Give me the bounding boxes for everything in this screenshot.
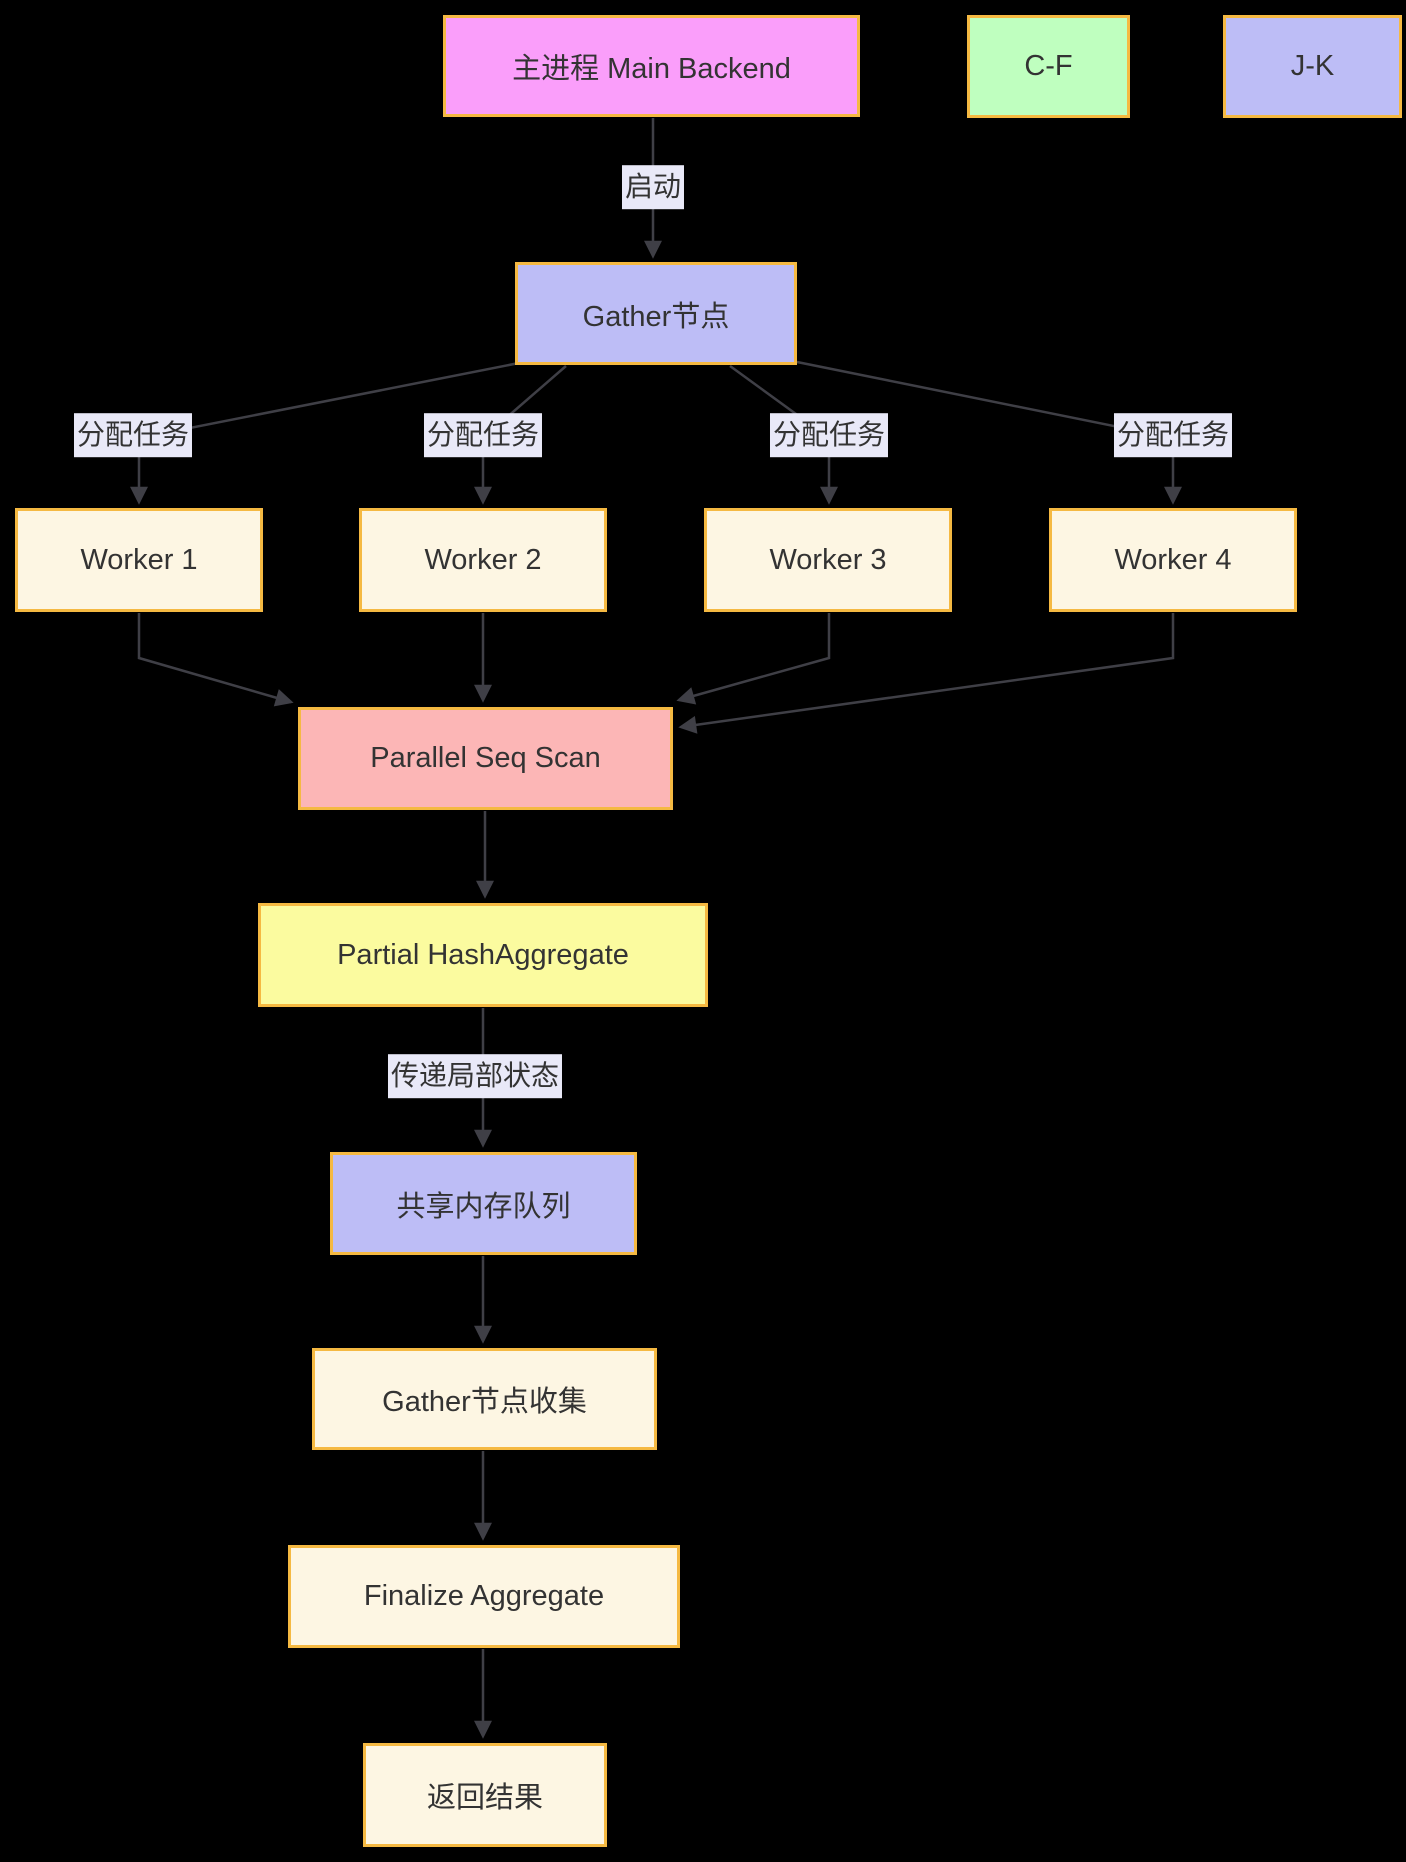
node-gather: Gather节点 xyxy=(515,262,797,365)
edge-label: 分配任务 xyxy=(423,413,543,457)
edge-label: 启动 xyxy=(621,165,685,209)
node-partial-hashaggregate: Partial HashAggregate xyxy=(258,903,708,1007)
edge-worker-4-to-parallel-seq-scan xyxy=(678,613,1175,734)
edge-label: 分配任务 xyxy=(1113,413,1233,457)
node-parallel-seq-scan: Parallel Seq Scan xyxy=(298,707,673,810)
node-j-k: J-K xyxy=(1223,15,1402,118)
node-c-f: C-F xyxy=(967,15,1130,118)
node-worker-4: Worker 4 xyxy=(1049,508,1297,612)
node-main-backend: 主进程 Main Backend xyxy=(443,15,860,117)
node-worker-2: Worker 2 xyxy=(359,508,607,612)
node-shared-memory-queue: 共享内存队列 xyxy=(330,1152,637,1255)
node-return-result: 返回结果 xyxy=(363,1743,607,1847)
edge-label: 分配任务 xyxy=(769,413,889,457)
edge-label: 分配任务 xyxy=(73,413,193,457)
node-worker-1: Worker 1 xyxy=(15,508,263,612)
edge-worker-3-to-parallel-seq-scan xyxy=(676,613,831,705)
node-finalize-aggregate: Finalize Aggregate xyxy=(288,1545,680,1648)
node-gather-collect: Gather节点收集 xyxy=(312,1348,657,1450)
edge-worker-1-to-parallel-seq-scan xyxy=(137,613,294,707)
edge-label: 传递局部状态 xyxy=(387,1054,563,1098)
node-worker-3: Worker 3 xyxy=(704,508,952,612)
